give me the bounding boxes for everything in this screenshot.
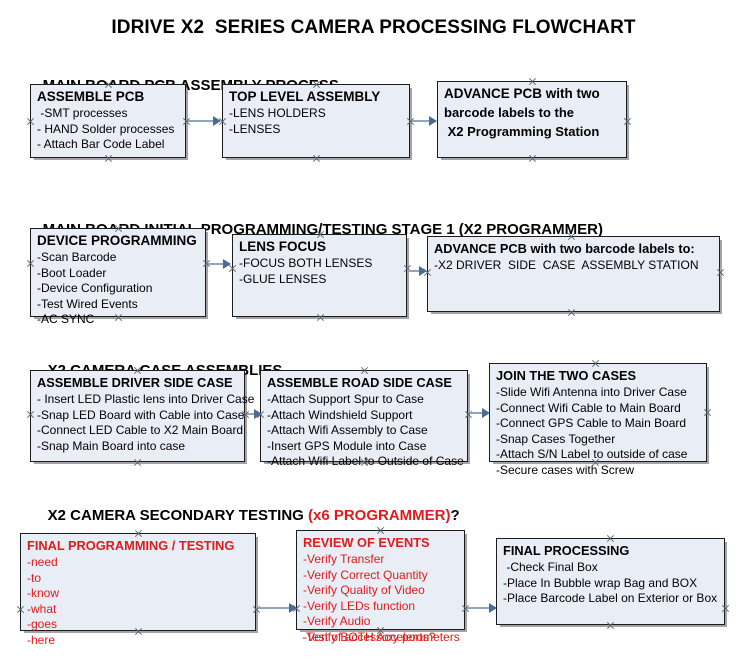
box-title: ADVANCE PCB with two [444, 86, 600, 101]
box-line: -need [27, 555, 58, 569]
box-line: - Attach Bar Code Label [37, 137, 165, 151]
box-line: -Verify BOTH Accelerometers [303, 629, 460, 644]
process-box-advance-pcb-station[interactable]: ADVANCE PCB with two barcode labels to t… [437, 81, 627, 158]
box-line: -SMT processes [37, 106, 128, 120]
arrow-device-to-lens-focus [208, 263, 230, 265]
box-line: -GLUE LENSES [239, 271, 327, 286]
box-line: -LENS HOLDERS [229, 106, 326, 120]
box-title: REVIEW OF EVENTS [303, 535, 430, 550]
box-title: ASSEMBLE ROAD SIDE CASE [267, 375, 452, 390]
box-line: -Secure cases with Screw [496, 462, 635, 477]
box-line: -Verify Quality of Video [303, 583, 425, 597]
box-line: -Connect GPS Cable to Main Board [496, 416, 687, 430]
box-title: FINAL PROGRAMMING / TESTING [27, 538, 235, 553]
arrow-road-case-to-join-cases [470, 412, 489, 414]
box-line: -Scan Barcode [37, 250, 117, 264]
box-line: -Attach S/N Label to outside of case [496, 447, 688, 461]
box-line: -Attach Support Spur to Case [267, 392, 424, 406]
box-line: -Device Configuration [37, 281, 153, 295]
box-line: -Snap LED Board with Cable into Case [37, 407, 245, 422]
process-box-join-the-two-cases[interactable]: JOIN THE TWO CASES -Slide Wifi Antenna i… [489, 363, 707, 477]
box-line: -Test Wired Events [37, 296, 138, 311]
box-line: -FOCUS BOTH LENSES [239, 256, 373, 270]
box-line: -know [27, 586, 60, 600]
box-title: DEVICE PROGRAMMING [37, 233, 197, 248]
box-line: -Boot Loader [37, 265, 107, 280]
box-line: -Snap Cases Together [496, 431, 616, 446]
box-line: -AC SYNC [37, 312, 95, 326]
box-line: -Verify Audio [303, 614, 371, 628]
arrow-pcb-to-top-level [188, 120, 220, 122]
box-line: -Attach Wifi Label to Outside of Case [267, 454, 464, 468]
page-title: IDRIVE X2 SERIES CAMERA PROCESSING FLOWC… [111, 17, 636, 38]
box-line: -Verify Correct Quantity [303, 567, 428, 582]
box-title: LENS FOCUS [239, 239, 327, 254]
box-line: -Snap Main Board into case [37, 438, 186, 453]
section-heading-4-accent: (x6 PROGRAMMER) [307, 507, 451, 524]
box-overflow-line: -Test of accessory ports? [302, 630, 436, 644]
box-title: JOIN THE TWO CASES [496, 368, 637, 383]
box-line: -Verify LEDs function [303, 598, 416, 613]
box-line: -Place In Bubble wrap Bag and BOX [503, 575, 698, 590]
box-line: -Attach Windshield Support [267, 407, 413, 422]
box-line: -Insert GPS Module into Case [267, 438, 427, 453]
box-line: -to [27, 570, 42, 585]
process-box-assemble-driver-side-case[interactable]: ASSEMBLE DRIVER SIDE CASE - Insert LED P… [30, 370, 255, 462]
process-box-review-of-events[interactable]: REVIEW OF EVENTS -Verify Transfer -Verif… [296, 530, 465, 644]
box-title: ASSEMBLE PCB [37, 89, 145, 104]
box-line: - HAND Solder processes [37, 121, 175, 136]
box-line: -Slide Wifi Antenna into Driver Case [496, 385, 687, 399]
process-box-lens-focus[interactable]: LENS FOCUS -FOCUS BOTH LENSES -GLUE LENS… [232, 234, 407, 317]
box-line: -X2 DRIVER SIDE CASE ASSEMBLY STATION [434, 258, 699, 272]
process-box-assemble-road-side-case[interactable]: ASSEMBLE ROAD SIDE CASE -Attach Support … [260, 370, 468, 468]
arrow-driver-case-to-road-case [247, 413, 261, 415]
process-box-top-level-assembly[interactable]: TOP LEVEL ASSEMBLY -LENS HOLDERS -LENSES [222, 84, 410, 158]
box-line: X2 Programming Station [444, 124, 600, 139]
box-line: barcode labels to the [444, 105, 575, 120]
arrow-review-to-final-processing [467, 607, 496, 609]
arrow-final-programming-to-review [258, 607, 296, 609]
box-title: ADVANCE PCB with two barcode labels to: [434, 241, 695, 256]
box-line: -Place Barcode Label on Exterior or Box [503, 591, 718, 605]
arrow-top-level-to-advance [412, 120, 436, 122]
process-box-final-programming-testing[interactable]: FINAL PROGRAMMING / TESTING -need -to -k… [20, 533, 256, 647]
box-title: FINAL PROCESSING [503, 543, 630, 558]
box-line: -Check Final Box [503, 560, 598, 574]
box-line: -goes [27, 617, 58, 631]
box-line: -Verify Transfer [303, 552, 385, 566]
box-line: -Connect LED Cable to X2 Main Board [37, 423, 244, 437]
process-box-assemble-pcb[interactable]: ASSEMBLE PCB -SMT processes - HAND Solde… [30, 84, 186, 158]
process-box-device-programming[interactable]: DEVICE PROGRAMMING -Scan Barcode -Boot L… [30, 228, 206, 326]
process-box-advance-pcb-driver-side[interactable]: ADVANCE PCB with two barcode labels to: … [427, 236, 720, 312]
section-heading-4-suffix: ? [450, 507, 460, 524]
box-line: -Attach Wifi Assembly to Case [267, 423, 428, 437]
arrow-lens-focus-to-advance [409, 270, 426, 272]
section-heading-4-text: X2 CAMERA SECONDARY TESTING [47, 507, 308, 524]
box-line: -Connect Wifi Cable to Main Board [496, 400, 681, 415]
process-box-final-processing[interactable]: FINAL PROCESSING -Check Final Box -Place… [496, 538, 725, 625]
box-title: ASSEMBLE DRIVER SIDE CASE [37, 375, 233, 390]
box-line: -what [27, 601, 57, 616]
box-line: -LENSES [229, 121, 281, 136]
section-heading-4: X2 CAMERA SECONDARY TESTING (x6 PROGRAMM… [31, 489, 460, 543]
box-line: - Insert LED Plastic lens into Driver Ca… [37, 392, 255, 406]
box-line: -here [27, 632, 56, 647]
box-title: TOP LEVEL ASSEMBLY [229, 89, 381, 104]
